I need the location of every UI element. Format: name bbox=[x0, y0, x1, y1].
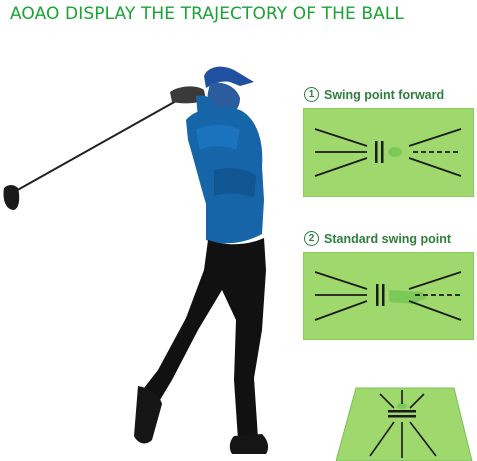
golfer-illustration bbox=[3, 66, 269, 454]
mat-swing-point-forward bbox=[303, 108, 474, 197]
panel-1-text: Swing point forward bbox=[324, 87, 445, 102]
panel-1-number: 1 bbox=[304, 87, 319, 102]
panel-2-number: 2 bbox=[304, 231, 319, 246]
panel-1-label: 1 Swing point forward bbox=[304, 87, 444, 102]
panel-2-text: Standard swing point bbox=[324, 231, 452, 246]
mat-perspective-view bbox=[336, 387, 473, 461]
mat-standard-swing-point bbox=[303, 252, 474, 340]
page-title: AOAO DISPLAY THE TRAJECTORY OF THE BALL bbox=[10, 4, 404, 24]
panel-2-label: 2 Standard swing point bbox=[304, 231, 451, 246]
